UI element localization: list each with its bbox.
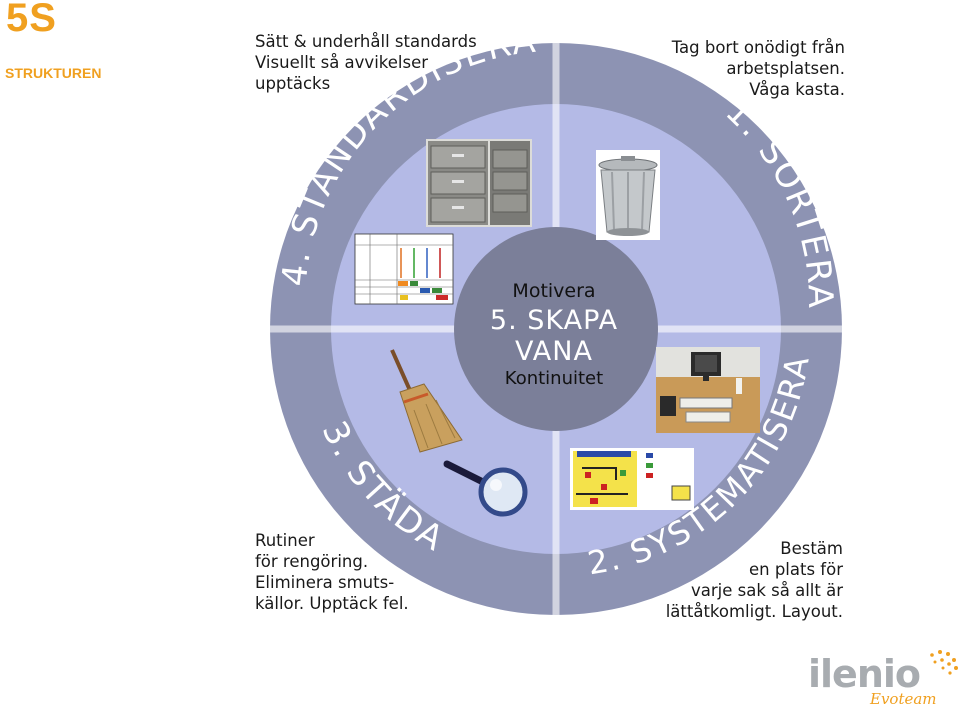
schedule-chart-icon (354, 233, 454, 305)
center-kontinuitet: Kontinuitet (505, 368, 603, 389)
center-disc (454, 227, 658, 431)
filing-cabinet-icon (426, 139, 532, 227)
logo-dots-icon (930, 650, 958, 675)
magnifying-glass-icon (443, 460, 528, 517)
page-subtitle: STRUKTUREN (5, 65, 102, 81)
company-logo: ilenio Evoteam (808, 646, 960, 711)
desk-computer-icon (656, 347, 760, 433)
logo-wordmark: ilenio (808, 652, 921, 696)
trash-can-icon (596, 150, 660, 240)
center-motivera: Motivera (512, 280, 595, 302)
center-skapa: 5. SKAPA (490, 305, 618, 336)
page-title: 5S (6, 0, 57, 40)
layout-flowchart-icon (570, 448, 694, 510)
broom-icon (390, 349, 463, 453)
center-vana: VANA (515, 336, 593, 367)
logo-subtitle: Evoteam (870, 690, 937, 708)
